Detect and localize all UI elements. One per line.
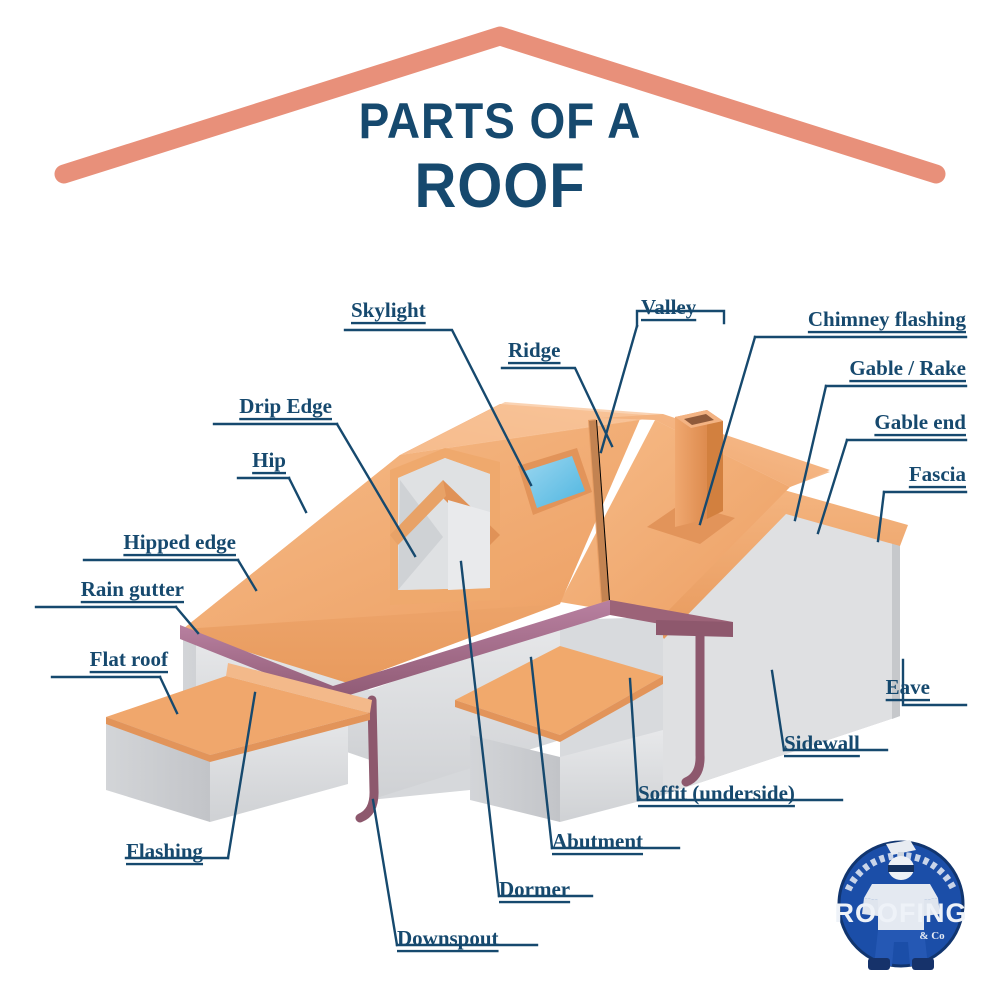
dormer: [390, 448, 500, 605]
label-sidewall: Sidewall: [784, 731, 860, 755]
label-abutment: Abutment: [552, 829, 644, 853]
label-hipped-edge: Hipped edge: [123, 530, 236, 554]
label-skylight: Skylight: [351, 298, 426, 322]
skylight: [518, 448, 592, 515]
label-drip-edge: Drip Edge: [239, 394, 332, 418]
chimney: [647, 410, 735, 544]
label-valley: Valley: [641, 295, 697, 319]
label-underlines: [80, 318, 966, 953]
label-hip: Hip: [252, 448, 286, 472]
downspout-right: [681, 631, 705, 787]
label-flashing: Flashing: [126, 839, 204, 863]
label-ridge: Ridge: [508, 338, 561, 362]
logo-wordmark: ROOFING: [835, 898, 968, 928]
leader-lines: [34, 309, 968, 947]
flat-roof-extension: [106, 663, 372, 822]
label-flat-roof: Flat roof: [89, 647, 168, 671]
downspout: [355, 695, 379, 823]
label-fascia: Fascia: [908, 462, 966, 486]
label-dormer: Dormer: [499, 877, 571, 901]
label-downspout: Downspout: [397, 926, 499, 950]
label-gable-end: Gable end: [874, 410, 966, 434]
label-eave: Eave: [885, 675, 930, 699]
label-rain-gutter: Rain gutter: [80, 577, 184, 601]
label-chimney-flashing: Chimney flashing: [807, 307, 966, 331]
center-extension: [455, 646, 663, 822]
logo-suffix: & Co: [919, 930, 945, 942]
label-soffit: Soffit (underside): [638, 781, 795, 805]
roofing-company-logo: ROOFING & Co: [835, 840, 968, 970]
label-gable-rake: Gable / Rake: [849, 356, 966, 380]
building-graphic: [34, 309, 968, 947]
chevron-decoration: [54, 26, 946, 184]
